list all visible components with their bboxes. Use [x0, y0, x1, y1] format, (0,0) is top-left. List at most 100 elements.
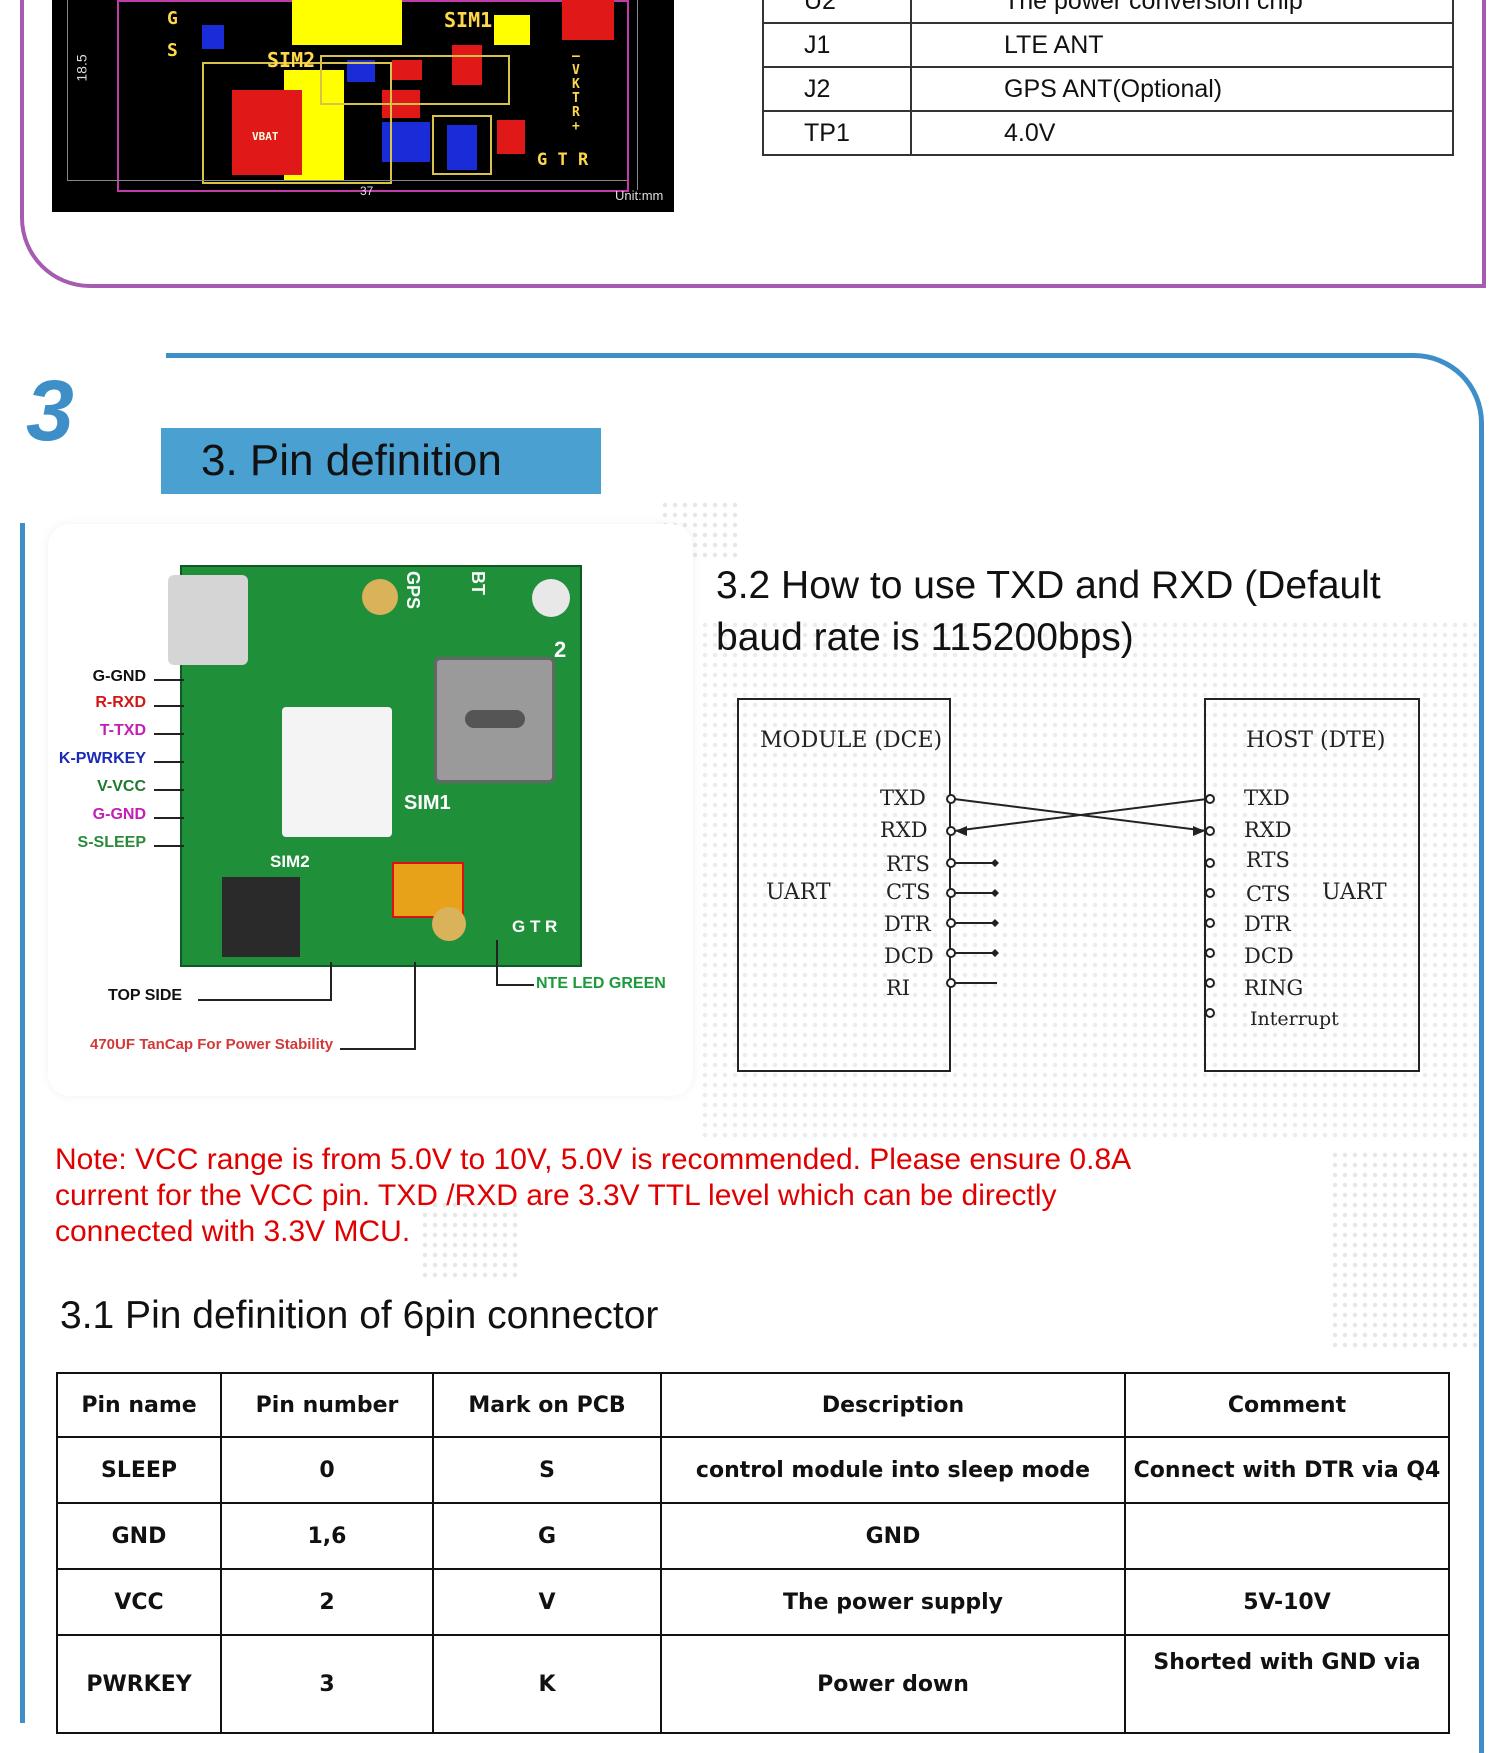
- dot-pattern: [700, 620, 1480, 1140]
- sim1-silkscreen: SIM1: [444, 8, 493, 32]
- pin-label-k-pwrkey: K-PWRKEY: [58, 750, 146, 767]
- lte-connector: [432, 907, 466, 941]
- usb-connector: [168, 575, 248, 665]
- table-row: PWRKEY 3 K Power down Shorted with GND v…: [56, 1634, 1450, 1734]
- pin-label-v-vcc: V-VCC: [97, 778, 146, 795]
- table-cell: GND: [660, 1502, 1126, 1570]
- table-row: TP1 4.0V: [762, 110, 1454, 156]
- dim-width: 37: [360, 184, 374, 198]
- gtr-mark: G T R: [512, 917, 558, 936]
- section-left-rule: [20, 523, 25, 1723]
- table-row: VCC 2 V The power supply 5V-10V: [56, 1568, 1450, 1636]
- board-photo: GPS BT SIM1 SIM2 2 G T R: [168, 565, 582, 967]
- table-cell: Power down: [660, 1634, 1126, 1734]
- desc-cell: GPS ANT(Optional): [910, 66, 1454, 112]
- pin-table-title: 3.1 Pin definition of 6pin connector: [60, 1294, 659, 1337]
- spec-panel-frame: [20, 0, 1486, 288]
- lte-module: [282, 707, 392, 837]
- module-signal: CTS: [886, 880, 931, 904]
- host-box: [1204, 698, 1420, 1072]
- gps-mark: GPS: [403, 571, 423, 610]
- host-signal: Interrupt: [1250, 1008, 1339, 1030]
- table-row: SLEEP 0 S control module into sleep mode…: [56, 1436, 1450, 1504]
- section-number: 3: [26, 363, 74, 459]
- module-uart-label: UART: [766, 880, 831, 905]
- section-frame: [166, 353, 1484, 1753]
- table-cell: V: [432, 1568, 662, 1636]
- section-title-banner: 3. Pin definition: [161, 428, 601, 494]
- table-cell: The power supply: [660, 1568, 1126, 1636]
- uart-heading: 3.2 How to use TXD and RXD (Default baud…: [716, 564, 1381, 659]
- column-header: Description: [660, 1372, 1126, 1438]
- dim-height: 18.5: [73, 54, 90, 82]
- ref-cell: U2: [762, 0, 912, 24]
- pin-label-s-sleep: S-SLEEP: [77, 834, 146, 851]
- pin-label-g-gnd: G-GND: [92, 668, 146, 685]
- table-row: GND 1,6 G GND: [56, 1502, 1450, 1570]
- table-cell: 5V-10V: [1124, 1568, 1450, 1636]
- g-silkscreen: G: [167, 8, 178, 29]
- desc-cell: The power conversion chip: [910, 0, 1454, 24]
- pin-label-g-gnd-2: G-GND: [92, 806, 146, 823]
- dot-pattern: [1330, 1150, 1480, 1350]
- module-signal: RI: [886, 976, 911, 1000]
- host-signal: CTS: [1246, 882, 1291, 906]
- mount-hole: [532, 579, 570, 617]
- ref-cell: J1: [762, 22, 912, 68]
- regulator-chip: [222, 877, 300, 957]
- sim2-silkscreen: SIM2: [267, 48, 316, 72]
- pin-definition-table: Pin name Pin number Mark on PCB Descript…: [56, 1372, 1450, 1734]
- host-signal: RTS: [1246, 848, 1290, 872]
- pin-label-t-txd: T-TXD: [99, 722, 146, 739]
- host-title: HOST (DTE): [1246, 728, 1386, 753]
- vbat-silkscreen: VBAT: [252, 130, 279, 143]
- column-header: Comment: [1124, 1372, 1450, 1438]
- module-signal: RTS: [886, 852, 930, 876]
- table-header-row: Pin name Pin number Mark on PCB Descript…: [56, 1372, 1450, 1438]
- unit-label: Unit:mm: [615, 188, 664, 203]
- host-signal: DTR: [1244, 912, 1291, 936]
- table-cell: 0: [220, 1436, 434, 1504]
- gtr-silkscreen: G T R: [537, 150, 589, 170]
- s-silkscreen: S: [167, 40, 178, 61]
- table-cell: Shorted with GND via: [1124, 1634, 1450, 1734]
- table-cell: K: [432, 1634, 662, 1734]
- host-signal: DCD: [1244, 944, 1294, 968]
- table-cell: GND: [56, 1502, 222, 1570]
- led-label: NTE LED GREEN: [536, 975, 666, 992]
- table-cell: 1,6: [220, 1502, 434, 1570]
- section-title: 3. Pin definition: [201, 436, 502, 485]
- table-cell: control module into sleep mode: [660, 1436, 1126, 1504]
- top-side-label: TOP SIDE: [108, 987, 183, 1004]
- ref-cell: TP1: [762, 110, 912, 156]
- module-signal: DCD: [884, 944, 934, 968]
- column-header: Pin name: [56, 1372, 222, 1438]
- table-cell: 2: [220, 1568, 434, 1636]
- vcc-note: Note: VCC range is from 5.0V to 10V, 5.0…: [55, 1143, 1130, 1248]
- desc-cell: 4.0V: [910, 110, 1454, 156]
- table-cell: Connect with DTR via Q4: [1124, 1436, 1450, 1504]
- table-cell: G: [432, 1502, 662, 1570]
- sim2-mark: SIM2: [270, 852, 310, 871]
- host-signal: RXD: [1244, 818, 1292, 842]
- table-cell: VCC: [56, 1568, 222, 1636]
- module-box: [737, 698, 951, 1072]
- table-cell: 3: [220, 1634, 434, 1734]
- module-signal: RXD: [880, 818, 928, 842]
- table-cell: PWRKEY: [56, 1634, 222, 1734]
- host-uart-label: UART: [1322, 880, 1387, 905]
- host-signal: TXD: [1244, 786, 1290, 810]
- table-cell: [1124, 1502, 1450, 1570]
- ref-cell: J2: [762, 66, 912, 112]
- module-title: MODULE (DCE): [760, 728, 943, 753]
- sim-holder: [434, 657, 555, 783]
- uart-wiring: [946, 794, 1215, 1018]
- dot-pattern: [420, 1200, 520, 1280]
- host-signal: RING: [1244, 976, 1304, 1000]
- sim1-mark: SIM1: [404, 792, 451, 814]
